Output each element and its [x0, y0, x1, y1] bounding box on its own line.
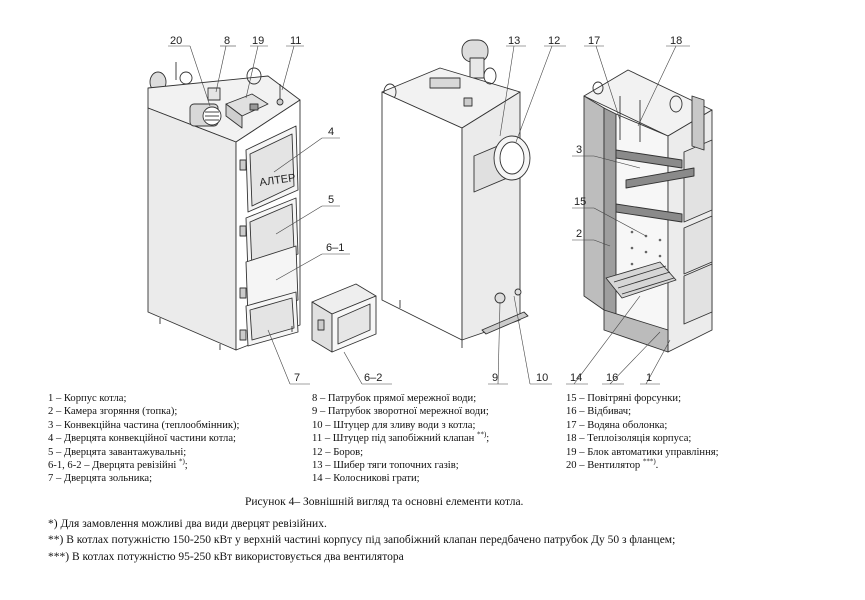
- legend-item: 17 – Водяна оболонка;: [566, 419, 668, 431]
- footnote: ***) В котлах потужністю 95-250 кВт вико…: [48, 550, 404, 563]
- figure-caption: Рисунок 4– Зовнішній вигляд та основні е…: [245, 496, 524, 508]
- legend-item: 19 – Блок автоматики управління;: [566, 446, 719, 458]
- legend-item: 1 – Корпус котла;: [48, 393, 127, 404]
- boiler-section-view: [583, 69, 713, 353]
- automation-block: [225, 93, 269, 129]
- grate: [605, 261, 677, 299]
- callout-6-1: 6–1: [326, 242, 344, 254]
- callout-11: 11: [290, 35, 301, 47]
- legend-item: 7 – Дверцята зольника;: [48, 473, 153, 485]
- flue-pipe: [473, 135, 531, 193]
- boiler-rear-view: [381, 39, 531, 348]
- callout-8: 8: [224, 35, 230, 47]
- callout-15: 15: [574, 196, 586, 208]
- legend-item: 6-1, 6-2 – Дверцята ревізійні *);: [48, 457, 188, 472]
- legend-column-3: 15 – Повітряні форсунки; 16 – Відбивач;17…: [566, 392, 719, 472]
- callout-20: 20: [170, 35, 182, 47]
- footnote: **) В котлах потужністю 150-250 кВт у ве…: [48, 534, 676, 547]
- callout-14: 14: [570, 372, 582, 384]
- legend-item: 18 – Теплоізоляція корпуса;: [566, 433, 692, 445]
- door-convection: АЛТЕР: [245, 125, 299, 213]
- legend-item: 10 – Штуцер для зливу води з котла;: [312, 419, 476, 431]
- legend-item: 11 – Штуцер під запобіжний клапан **);: [312, 430, 490, 445]
- legend-item: 4 – Дверцята конвекційної частини котла;: [48, 433, 236, 445]
- callout-6-2: 6–2: [364, 372, 382, 384]
- legend-item: 14 – Колосникові грати;: [312, 473, 420, 485]
- legend-item: 9 – Патрубок зворотної мережної води;: [312, 406, 489, 418]
- legend-item: 20 – Вентилятор ***).: [566, 457, 659, 472]
- callout-16: 16: [606, 372, 618, 384]
- brand-label: АЛТЕР: [259, 172, 297, 189]
- legend-item: 15 – Повітряні форсунки;: [566, 393, 682, 404]
- boiler-front-view: АЛТЕР: [147, 62, 301, 351]
- legend-item: 3 – Конвекційна частина (теплообмінник);: [48, 419, 240, 431]
- legend-column-1: 1 – Корпус котла; 2 – Камера згоряння (то…: [48, 392, 240, 486]
- callout-13: 13: [508, 35, 520, 47]
- legend-column-2: 8 – Патрубок прямої мережної води; 9 – Па…: [312, 392, 489, 486]
- revision-door-detail: [311, 283, 377, 353]
- leader-lines: [168, 45, 690, 385]
- callout-3: 3: [576, 144, 582, 156]
- boiler-drawing: АЛТЕР: [147, 35, 713, 385]
- callout-17: 17: [588, 35, 600, 47]
- footnote: *) Для замовлення можливі два види дверц…: [48, 518, 327, 530]
- callout-7: 7: [294, 372, 300, 384]
- legend-item: 8 – Патрубок прямої мережної води;: [312, 393, 477, 404]
- fan-unit: [189, 87, 222, 127]
- legend-item: 13 – Шибер тяги топочних газів;: [312, 460, 459, 472]
- callout-9: 9: [492, 372, 498, 384]
- callout-1: 1: [646, 372, 652, 384]
- callout-4: 4: [328, 126, 334, 138]
- footnotes: *) Для замовлення можливі два види дверц…: [48, 516, 675, 565]
- legend-item: 5 – Дверцята завантажувальні;: [48, 446, 187, 458]
- callout-10: 10: [536, 372, 548, 384]
- callout-19: 19: [252, 35, 264, 47]
- callout-2: 2: [576, 228, 582, 240]
- callout-5: 5: [328, 194, 334, 206]
- legend-item: 16 – Відбивач;: [566, 406, 632, 418]
- callout-18: 18: [670, 35, 682, 47]
- callout-12: 12: [548, 35, 560, 47]
- legend-item: 12 – Боров;: [312, 446, 364, 458]
- legend-item: 2 – Камера згоряння (топка);: [48, 406, 178, 418]
